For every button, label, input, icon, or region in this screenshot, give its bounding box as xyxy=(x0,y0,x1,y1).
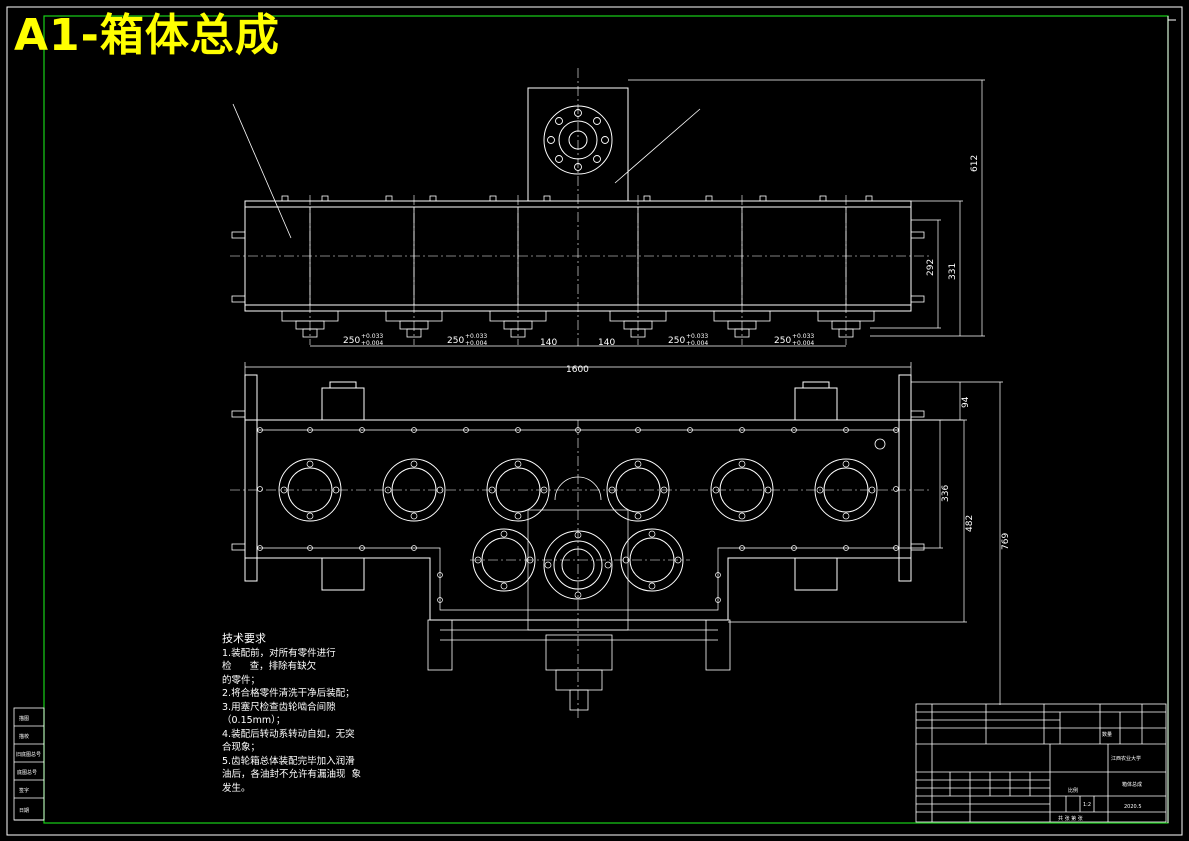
tb-scale-label: 比例 xyxy=(1068,787,1078,794)
top-view xyxy=(230,362,1003,720)
dim-span-5: 250 xyxy=(668,336,685,346)
note-line: 发生。 xyxy=(222,782,251,794)
side-label-4: 签字 xyxy=(19,787,29,794)
technical-requirements: 技术要求 1.装配前，对所有零件进行 检 查，排除有缺欠 的零件； 2.将合格零… xyxy=(222,632,422,795)
note-line: 合现象； xyxy=(222,742,261,753)
tb-sheet: 共 张 第 张 xyxy=(1058,815,1083,822)
note-line: 检 查，排除有缺欠 xyxy=(222,661,317,672)
side-label-3: 底图总号 xyxy=(17,769,37,776)
dim-292: 292 xyxy=(926,259,936,276)
side-block xyxy=(13,707,45,821)
tb-qty-label: 数量 xyxy=(1102,731,1112,738)
title-block xyxy=(915,703,1167,823)
front-view xyxy=(230,68,985,347)
dim-span-1: 250 xyxy=(343,336,360,346)
dim-612: 612 xyxy=(970,155,980,172)
tb-school: 江西农业大学 xyxy=(1111,755,1141,762)
dim-1600: 1600 xyxy=(566,365,589,375)
tb-scale: 1:2 xyxy=(1083,802,1091,808)
tol-lo-1: +0.004 xyxy=(361,340,383,347)
side-label-5: 日期 xyxy=(19,808,29,814)
dim-span-6: 250 xyxy=(774,336,791,346)
dim-94: 94 xyxy=(961,396,971,408)
note-line: 4.装配后转动系转动自如，无突 xyxy=(222,728,355,740)
dim-336: 336 xyxy=(941,485,951,502)
dim-769: 769 xyxy=(1001,533,1011,550)
side-label-2: 旧底图总号 xyxy=(16,751,41,758)
note-line: 5.齿轮箱总体装配完毕加入润滑 xyxy=(222,755,355,767)
tol-lo-2: +0.004 xyxy=(465,340,487,347)
dim-331: 331 xyxy=(948,263,958,280)
note-line: 3.用塞尺检查齿轮啮合间隙 xyxy=(222,701,336,713)
note-line: 油后，各油封不允许有漏油现 象 xyxy=(222,769,362,780)
page-title: A1-箱体总成 xyxy=(14,10,280,61)
tol-up-1: +0.033 xyxy=(361,333,383,340)
side-label-0: 描图 xyxy=(19,715,29,722)
note-line: 的零件； xyxy=(222,674,261,686)
note-line: 2.将合格零件清洗干净后装配； xyxy=(222,688,355,699)
tol-up-4: +0.033 xyxy=(792,333,814,340)
tb-date: 2020.5 xyxy=(1124,804,1142,810)
side-label-1: 描校 xyxy=(19,733,29,740)
note-line: （0.15mm）； xyxy=(222,715,286,726)
tol-lo-3: +0.004 xyxy=(686,340,708,347)
tol-lo-4: +0.004 xyxy=(792,340,814,347)
dim-span-2: 250 xyxy=(447,336,464,346)
dim-span-4: 140 xyxy=(598,338,615,348)
notes-heading: 技术要求 xyxy=(222,632,266,645)
outer-border xyxy=(6,6,1183,836)
tol-up-2: +0.033 xyxy=(465,333,487,340)
note-line: 1.装配前，对所有零件进行 xyxy=(222,647,336,659)
tol-up-3: +0.033 xyxy=(686,333,708,340)
dim-482: 482 xyxy=(965,515,975,532)
tb-drawing-name: 箱体总成 xyxy=(1122,781,1142,788)
dim-span-3: 140 xyxy=(540,338,557,348)
